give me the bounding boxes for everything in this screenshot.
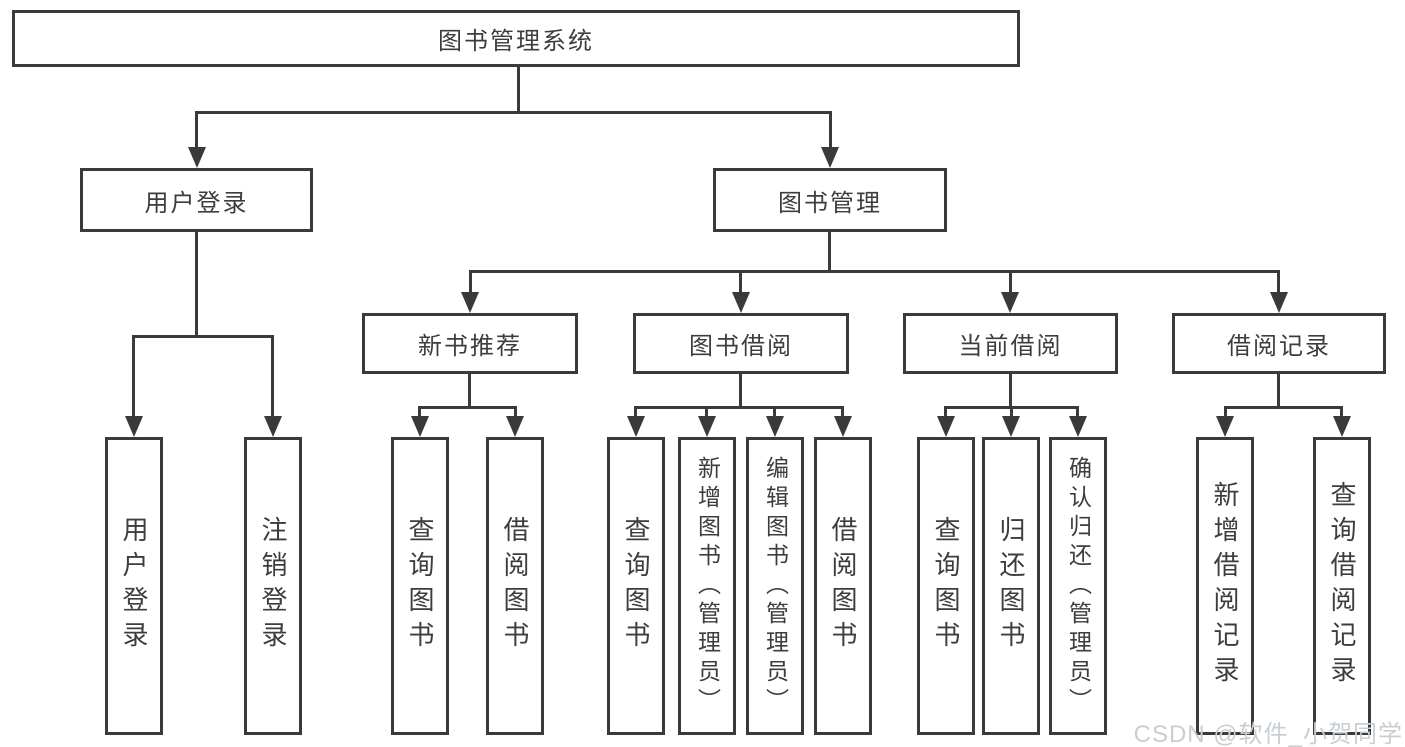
connector-drop-nb-query	[418, 406, 421, 418]
leaf-bb-borrow-book-label: 借阅图书	[828, 516, 858, 656]
node-book-management: 图书管理	[713, 168, 947, 232]
leaf-bb-query-book-label: 查询图书	[621, 516, 651, 656]
arrow-cb-return	[1002, 416, 1020, 437]
connector-drop-cb-query	[944, 406, 947, 418]
connector-user-login-branch	[132, 335, 273, 338]
leaf-query-borrow-record-label: 查询借阅记录	[1327, 481, 1357, 691]
connector-borrow-record-trunk	[1277, 374, 1280, 409]
connector-drop-book-management	[829, 111, 832, 150]
leaf-logout-label: 注销登录	[258, 516, 288, 656]
node-book-borrow-label: 图书借阅	[689, 333, 793, 360]
leaf-edit-book-admin: 编辑图书（管理员）	[746, 437, 804, 735]
node-current-borrow: 当前借阅	[903, 313, 1118, 374]
arrow-cb-confirm	[1069, 416, 1087, 437]
leaf-add-borrow-record: 新增借阅记录	[1196, 437, 1254, 735]
connector-drop-borrow-record	[1277, 270, 1280, 295]
node-new-book-recommend: 新书推荐	[362, 313, 578, 374]
arrow-leaf-user-login	[125, 416, 143, 437]
leaf-nb-query-book: 查询图书	[391, 437, 449, 735]
leaf-add-book-admin-label: 新增图书（管理员）	[694, 455, 721, 717]
connector-new-book-branch	[418, 406, 517, 409]
leaf-add-book-admin: 新增图书（管理员）	[678, 437, 736, 735]
leaf-bb-borrow-book: 借阅图书	[814, 437, 872, 735]
arrow-user-login	[188, 147, 206, 168]
node-borrow-record: 借阅记录	[1172, 313, 1386, 374]
node-root: 图书管理系统	[12, 10, 1020, 67]
leaf-user-login: 用户登录	[105, 437, 163, 735]
arrow-book-borrow	[732, 292, 750, 313]
connector-drop-cb-return	[1010, 406, 1013, 418]
leaf-nb-borrow-book-label: 借阅图书	[500, 516, 530, 656]
leaf-nb-query-book-label: 查询图书	[405, 516, 435, 656]
arrow-br-query	[1333, 416, 1351, 437]
connector-drop-cb-confirm	[1076, 406, 1079, 418]
leaf-logout: 注销登录	[244, 437, 302, 735]
connector-drop-br-add	[1224, 406, 1227, 418]
leaf-return-book-label: 归还图书	[996, 516, 1026, 656]
node-book-borrow: 图书借阅	[633, 313, 849, 374]
arrow-bb-query	[627, 416, 645, 437]
arrow-borrow-record	[1270, 292, 1288, 313]
connector-root-branch	[195, 111, 832, 114]
connector-drop-leaf-user-login	[132, 335, 135, 418]
connector-drop-leaf-logout	[271, 335, 274, 418]
arrow-new-book	[461, 292, 479, 313]
connector-root-trunk	[517, 66, 520, 114]
connector-book-management-trunk	[828, 232, 831, 273]
leaf-cb-query-book: 查询图书	[917, 437, 975, 735]
connector-current-borrow-trunk	[1009, 374, 1012, 409]
arrow-current-borrow	[1001, 292, 1019, 313]
connector-drop-bb-add	[705, 406, 708, 418]
connector-drop-bb-query	[634, 406, 637, 418]
connector-drop-current-borrow	[1009, 270, 1012, 295]
connector-user-login-trunk	[195, 232, 198, 337]
node-borrow-record-label: 借阅记录	[1227, 333, 1331, 360]
connector-drop-bb-edit	[773, 406, 776, 418]
node-root-label: 图书管理系统	[438, 28, 594, 55]
leaf-edit-book-admin-label: 编辑图书（管理员）	[762, 455, 789, 717]
arrow-leaf-logout	[264, 416, 282, 437]
connector-drop-new-book	[469, 270, 472, 295]
connector-book-borrow-trunk	[739, 374, 742, 409]
arrow-book-management	[821, 147, 839, 168]
connector-drop-user-login	[195, 111, 198, 150]
connector-book-borrow-branch	[634, 406, 844, 409]
arrow-bb-borrow	[834, 416, 852, 437]
arrow-nb-borrow	[506, 416, 524, 437]
connector-drop-bb-borrow	[841, 406, 844, 418]
arrow-bb-edit	[766, 416, 784, 437]
node-new-book-recommend-label: 新书推荐	[418, 333, 522, 360]
arrow-cb-query	[937, 416, 955, 437]
leaf-user-login-label: 用户登录	[119, 516, 149, 656]
connector-drop-br-query	[1340, 406, 1343, 418]
arrow-br-add	[1216, 416, 1234, 437]
leaf-add-borrow-record-label: 新增借阅记录	[1210, 481, 1240, 691]
leaf-cb-query-book-label: 查询图书	[931, 516, 961, 656]
connector-borrow-record-branch	[1224, 406, 1343, 409]
node-book-management-label: 图书管理	[778, 189, 882, 217]
connector-drop-nb-borrow	[514, 406, 517, 418]
leaf-nb-borrow-book: 借阅图书	[486, 437, 544, 735]
arrow-nb-query	[411, 416, 429, 437]
connector-drop-book-borrow	[739, 270, 742, 295]
arrow-bb-add	[698, 416, 716, 437]
leaf-query-borrow-record: 查询借阅记录	[1313, 437, 1371, 735]
leaf-bb-query-book: 查询图书	[607, 437, 665, 735]
node-current-borrow-label: 当前借阅	[958, 333, 1063, 360]
leaf-return-book: 归还图书	[982, 437, 1040, 735]
node-user-login: 用户登录	[80, 168, 313, 232]
leaf-confirm-return-admin: 确认归还（管理员）	[1049, 437, 1107, 735]
node-user-login-label: 用户登录	[144, 189, 249, 217]
connector-new-book-trunk	[468, 374, 471, 409]
connector-book-management-branch	[469, 270, 1280, 273]
watermark: CSDN @软件_小贺同学	[1133, 721, 1403, 747]
leaf-confirm-return-admin-label: 确认归还（管理员）	[1065, 455, 1092, 717]
